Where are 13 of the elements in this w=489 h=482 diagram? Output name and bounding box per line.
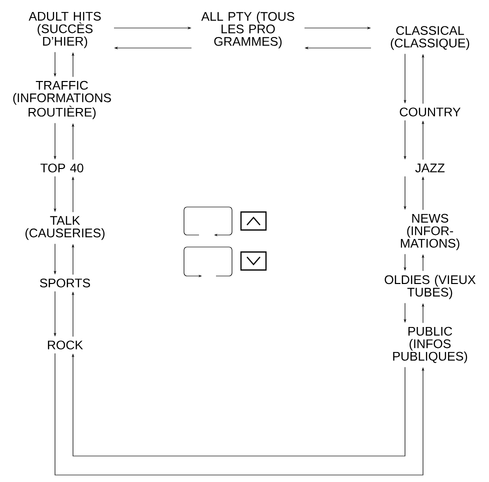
station-label: TALK (CAUSERIES) [26,216,104,240]
station-label: ALL PTY (TOUS LES PRO GRAMMES) [201,12,294,48]
station-label: JAZZ [415,164,445,172]
station-label: SPORTS [40,278,90,288]
station-label: ADULT HITS (SUCCÈS D’HIER) [28,12,101,48]
station-label: CLASSICAL (CLASSIQUE) [390,26,470,50]
station-label: NEWS (INFOR- MATIONS) [400,214,460,250]
station-label: OLDIES (VIEUX TUBES) [384,274,476,300]
station-label: ROCK [48,340,83,350]
station-label: TRAFFIC (INFORMATIONS ROUTIÈRE) [13,80,111,120]
station-label: COUNTRY [400,108,461,116]
station-label: PUBLIC (INFOS PUBLIQUES) [393,326,468,364]
station-label: TOP 40 [40,164,84,172]
